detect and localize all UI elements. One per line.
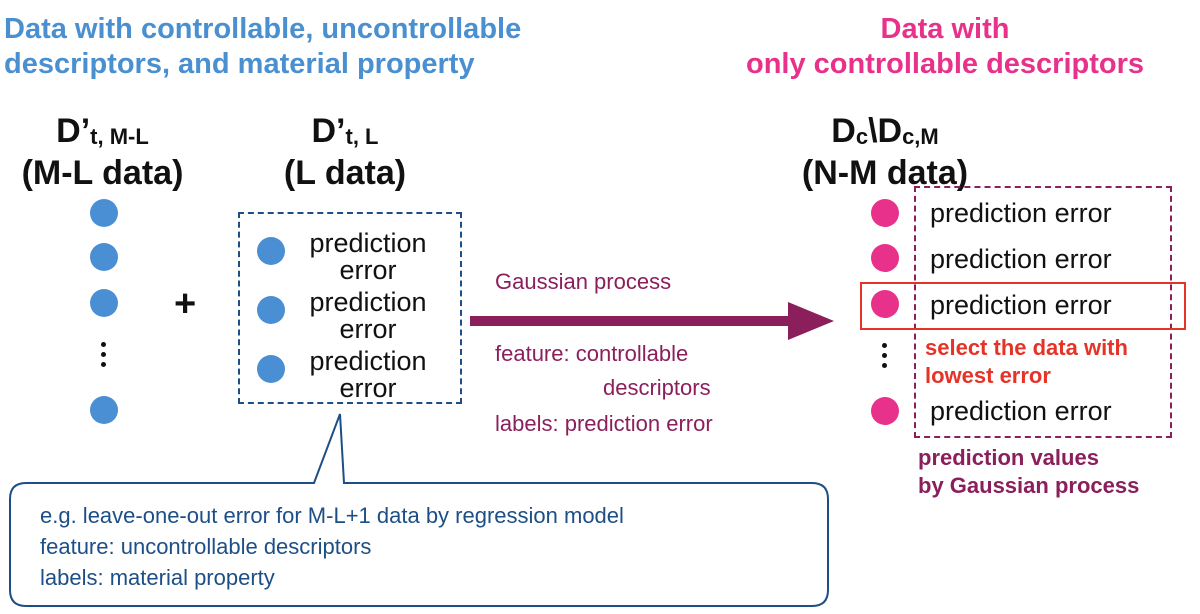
right-item-2: prediction error <box>930 244 1112 274</box>
right-header: Data with only controllable descriptors <box>690 12 1200 82</box>
col2-caption: (L data) <box>283 154 407 192</box>
right-header-line2: only controllable descriptors <box>745 48 1145 80</box>
callout-line3: labels: material property <box>40 565 275 590</box>
data-point <box>871 290 899 318</box>
arrow-feature-line1: feature: controllable <box>495 341 689 366</box>
left-header: Data with controllable, uncontrollable d… <box>4 12 604 82</box>
arrow-right-icon <box>470 302 834 340</box>
arrow-feature-line2: descriptors <box>603 375 711 400</box>
right-header-line1: Data with <box>880 13 1010 45</box>
data-point <box>257 355 285 383</box>
l-data-box <box>238 212 462 404</box>
right-item-1: prediction error <box>930 198 1112 228</box>
data-point <box>90 199 118 227</box>
ellipsis-vertical <box>100 342 108 372</box>
arrow-labels: labels: prediction error <box>495 411 713 436</box>
right-item-3: prediction error <box>930 290 1112 320</box>
callout-text: e.g. leave-one-out error for M-L+1 data … <box>40 500 624 593</box>
ellipsis-vertical <box>881 343 889 373</box>
data-point <box>871 199 899 227</box>
col3-symbol: Dc\Dc,M <box>831 112 939 150</box>
data-point <box>257 296 285 324</box>
left-header-line1: Data with controllable, uncontrollable <box>4 13 522 45</box>
data-point <box>90 289 118 317</box>
data-point <box>90 243 118 271</box>
data-point <box>90 396 118 424</box>
col1-symbol: D’t, M-L <box>56 112 149 150</box>
col2-symbol: D’t, L <box>311 112 379 150</box>
data-point <box>257 237 285 265</box>
prediction-values-box <box>914 186 1172 438</box>
plus-sign: + <box>174 283 197 325</box>
col1-caption: (M-L data) <box>21 154 184 192</box>
col3-title: Dc\Dc,M (N-M data) <box>780 112 990 192</box>
data-point <box>871 397 899 425</box>
lowest-error-highlight <box>860 282 1186 330</box>
right-item-4: prediction error <box>930 396 1112 426</box>
col2-title: D’t, L (L data) <box>260 112 430 192</box>
callout-line2: feature: uncontrollable descriptors <box>40 534 372 559</box>
col1-title: D’t, M-L (M-L data) <box>0 112 205 192</box>
col3-caption: (N-M data) <box>801 154 969 192</box>
left-header-line2: descriptors, and material property <box>4 48 475 80</box>
data-point <box>871 244 899 272</box>
callout-bubble <box>9 413 829 607</box>
arrow-title: Gaussian process <box>495 269 672 294</box>
callout-line1: e.g. leave-one-out error for M-L+1 data … <box>40 503 624 528</box>
